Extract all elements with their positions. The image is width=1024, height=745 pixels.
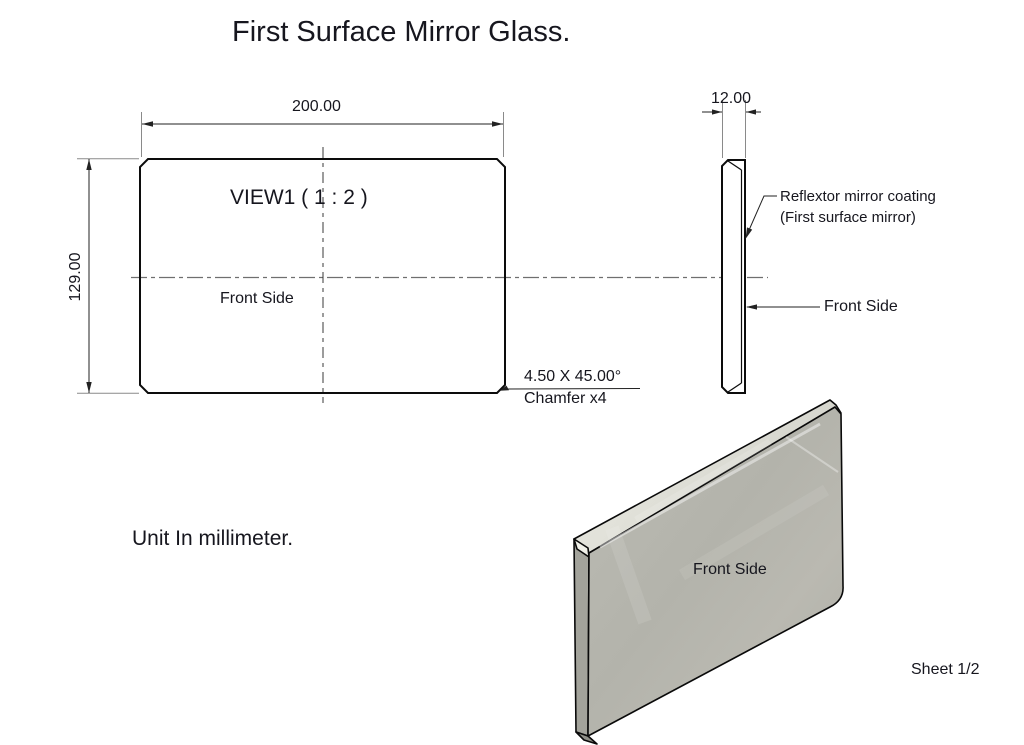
coating-leader xyxy=(745,195,777,239)
iso-view-face-label: Front Side xyxy=(693,561,767,578)
coating-note-line1: Reflextor mirror coating xyxy=(780,188,936,205)
units-note: Unit In millimeter. xyxy=(132,527,294,550)
front-view-face-label: Front Side xyxy=(220,290,294,307)
sheet-number: Sheet 1/2 xyxy=(911,661,980,678)
front-view-label: VIEW1 ( 1 : 2 ) xyxy=(230,186,368,209)
dimension-height-129 xyxy=(86,159,92,393)
iso-reflections xyxy=(599,422,839,625)
side-view-face-label: Front Side xyxy=(824,298,898,315)
dim-width-text: 200.00 xyxy=(292,98,341,115)
dimension-thickness-12 xyxy=(702,109,761,115)
side-view-outline xyxy=(721,159,746,394)
coating-note-line2: (First surface mirror) xyxy=(780,209,916,226)
dim-thickness-text: 12.00 xyxy=(711,90,752,107)
extension-lines xyxy=(77,100,746,394)
iso-left-edge xyxy=(573,538,590,737)
chamfer-leader xyxy=(499,385,641,391)
iso-view-model xyxy=(573,399,844,745)
side-front-leader xyxy=(746,304,820,310)
dimension-width-200 xyxy=(142,121,503,127)
page-title: First Surface Mirror Glass. xyxy=(232,16,571,48)
chamfer-note-line2: Chamfer x4 xyxy=(524,390,607,407)
front-view-outline xyxy=(139,158,506,394)
dim-height-text: 129.00 xyxy=(67,252,84,302)
iso-bottom-edge xyxy=(575,731,598,745)
chamfer-note-line1: 4.50 X 45.00° xyxy=(524,368,622,385)
iso-front-face xyxy=(587,406,844,737)
